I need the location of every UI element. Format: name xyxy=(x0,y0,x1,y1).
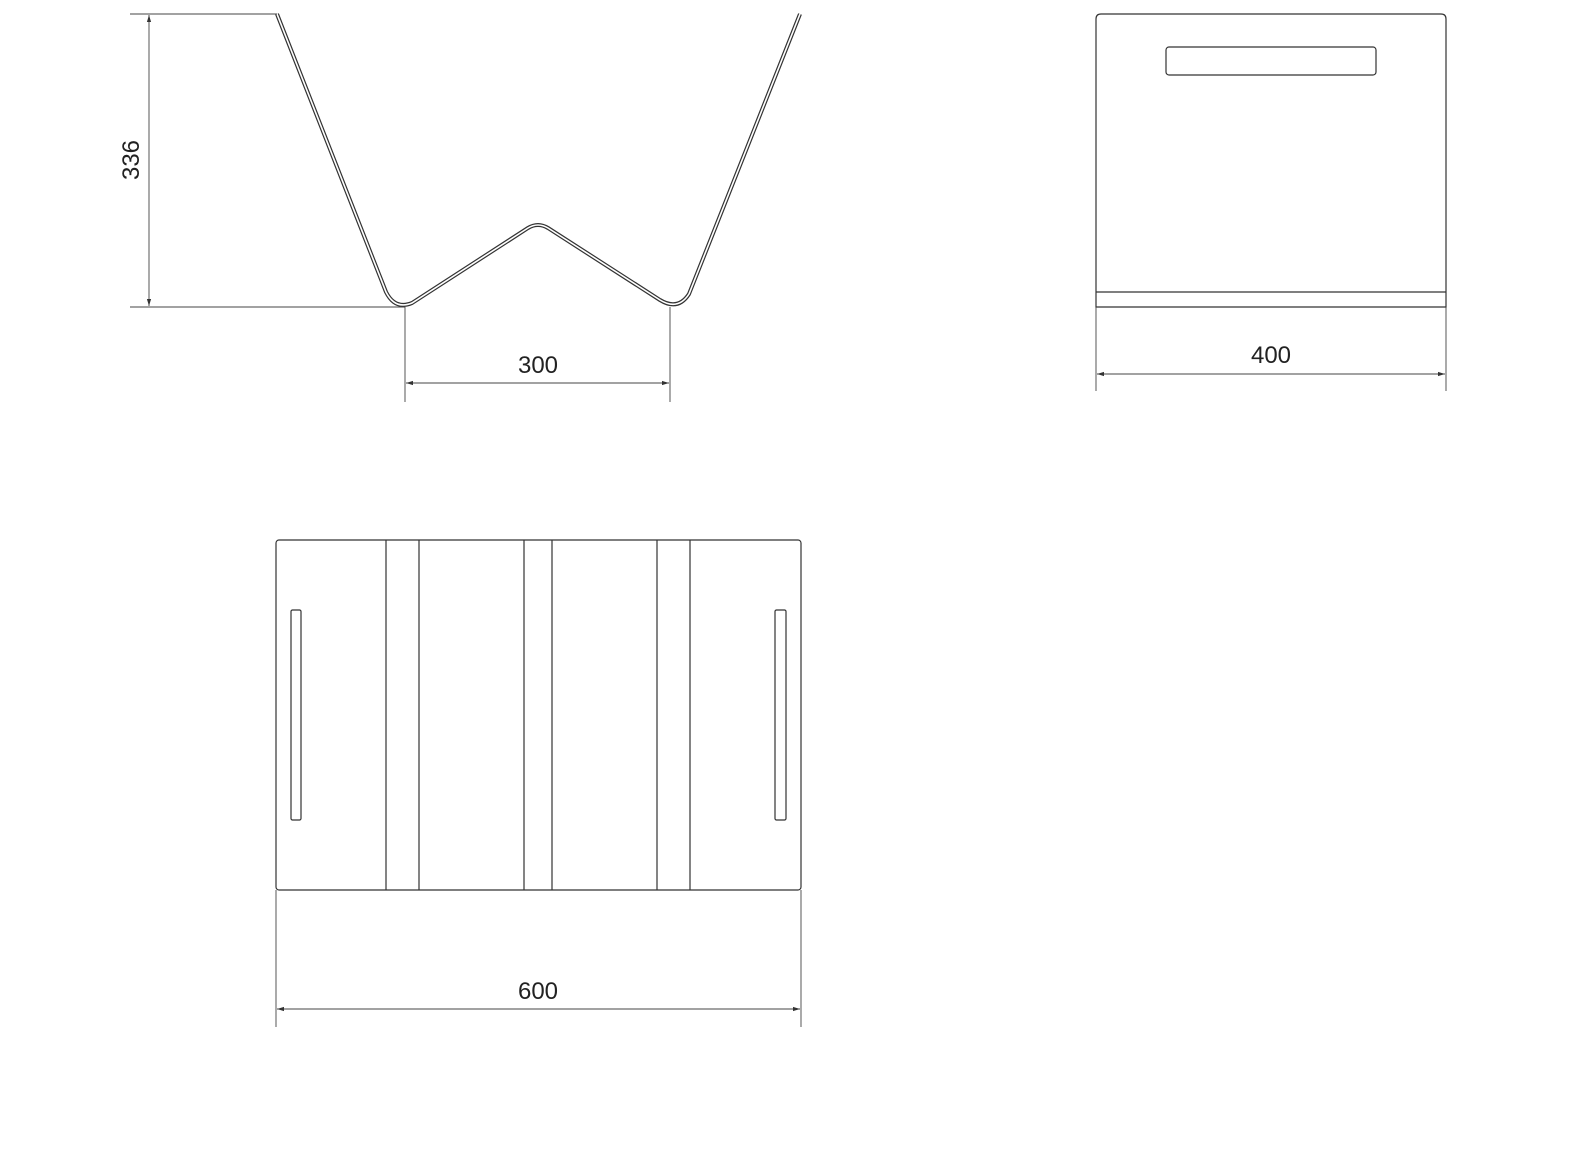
top-outline xyxy=(275,539,802,891)
side-view: 400 xyxy=(1095,13,1447,391)
handle-slot xyxy=(1165,46,1377,76)
handle-slot-right xyxy=(774,609,787,821)
dimension-label-336: 336 xyxy=(118,140,145,180)
dimension-label-300: 300 xyxy=(518,352,558,379)
dimension-label-600: 600 xyxy=(518,978,558,1005)
top-view: 600 xyxy=(275,539,802,1027)
front-view: 336 300 xyxy=(118,13,802,402)
handle-slot-left xyxy=(290,609,302,821)
profile-outline xyxy=(275,13,802,307)
side-outline xyxy=(1095,13,1447,308)
dimension-label-400: 400 xyxy=(1251,342,1291,369)
